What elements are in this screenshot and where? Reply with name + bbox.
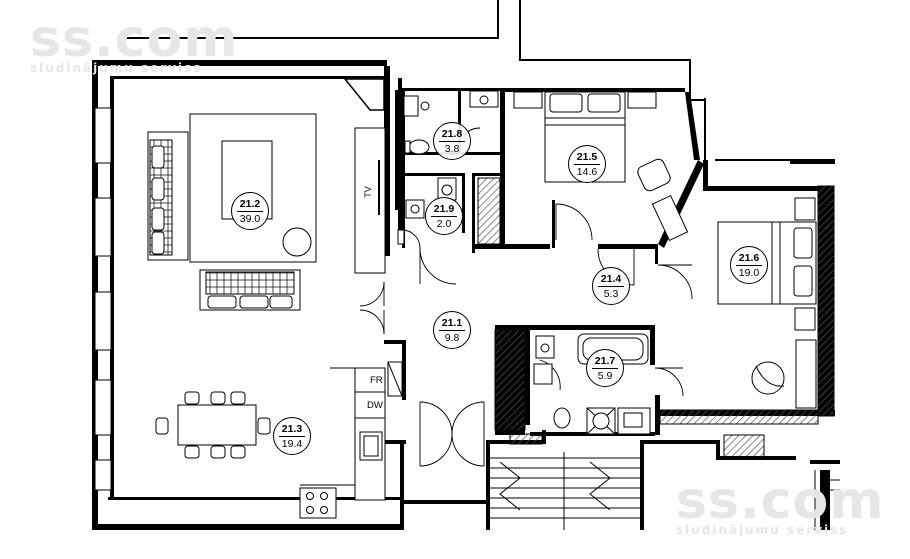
room-area: 2.0	[431, 216, 457, 230]
room-label-21-3: 21.3 19.4	[273, 417, 311, 455]
room-number: 21.6	[738, 252, 760, 264]
room-label-21-8: 21.8 3.8	[433, 122, 471, 160]
room-label-21-9: 21.9 2.0	[425, 197, 463, 235]
room-number: 21.8	[441, 128, 463, 140]
room-area: 39.0	[237, 211, 263, 225]
watermark-tagline: sludinājumu serviss	[676, 523, 849, 537]
room-number: 21.9	[433, 203, 455, 215]
dishwasher-label: DW	[367, 400, 383, 411]
room-label-21-7: 21.7 5.9	[586, 349, 624, 387]
hatched-walls	[477, 177, 835, 458]
room-area: 3.8	[439, 141, 465, 155]
left-windows	[94, 107, 112, 491]
room-area: 19.0	[736, 265, 762, 279]
bedroom-3-furniture	[717, 197, 817, 409]
watermark-top-left: ss.com sludinājumu serviss	[30, 9, 239, 75]
fridge-label: FR	[370, 375, 383, 386]
room-number: 21.7	[594, 355, 616, 367]
room-area: 5.3	[598, 286, 624, 300]
right-wall	[790, 160, 840, 530]
chimney-corner	[343, 78, 385, 111]
room-number: 21.5	[576, 151, 598, 163]
right-edge-details	[814, 470, 840, 530]
watermark-brand: ss.com	[676, 471, 885, 531]
staircase	[490, 452, 640, 530]
bedroom-2-furniture	[513, 91, 689, 242]
room-label-21-4: 21.4 5.3	[592, 267, 630, 305]
room-area: 9.8	[439, 330, 465, 344]
room-label-21-6: 21.6 19.0	[730, 246, 768, 284]
room-number: 21.4	[600, 273, 622, 285]
room-area: 19.4	[279, 436, 305, 450]
room-label-21-2: 21.2 39.0	[231, 192, 269, 230]
watermark-tagline: sludinājumu serviss	[30, 61, 203, 75]
watermark-bottom-right: ss.com sludinājumu serviss	[676, 471, 885, 537]
room-area: 5.9	[592, 368, 618, 382]
room-label-21-1: 21.1 9.8	[433, 311, 471, 349]
tv-label: TV	[363, 186, 373, 198]
room-area: 14.6	[574, 164, 600, 178]
room-number: 21.1	[441, 317, 463, 329]
room-number: 21.3	[281, 423, 303, 435]
watermark-brand: ss.com	[30, 9, 239, 69]
room-label-21-5: 21.5 14.6	[568, 145, 606, 183]
kitchen-furniture	[155, 361, 403, 519]
room-number: 21.2	[239, 198, 261, 210]
living-furniture	[147, 113, 386, 311]
